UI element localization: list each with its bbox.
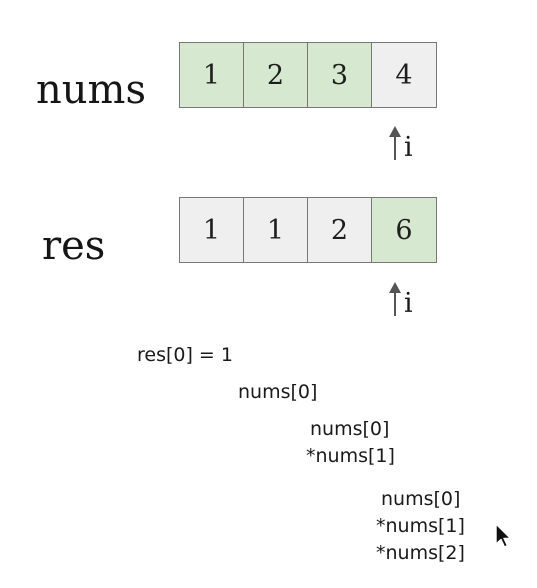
note-step0: res[0] = 1 [137,342,233,369]
note-step0-line1: res[0] = 1 [137,344,233,366]
nums-pointer: i [387,126,427,166]
note-step3-line1: nums[0] [381,488,461,510]
nums-label: nums [36,67,146,113]
nums-cell-1: 2 [244,43,308,107]
nums-cell-2: 3 [308,43,372,107]
nums-cell-3: 4 [372,43,436,107]
nums-array: 1 2 3 4 [179,42,437,108]
res-label: res [42,223,106,269]
up-arrow-icon [389,282,401,293]
note-step2: nums[0] *nums[1] [306,416,395,470]
note-step2-line1: nums[0] [310,418,390,440]
res-cell-3: 6 [372,198,436,262]
res-pointer-label: i [404,288,413,319]
res-cell-2: 2 [308,198,372,262]
pointer-shaft [394,290,396,316]
note-step3-line3: *nums[2] [376,542,465,564]
note-step3-line2: *nums[1] [376,515,465,537]
mouse-cursor-icon [495,523,512,548]
note-step1-line1: nums[0] [238,381,318,403]
res-pointer: i [387,282,427,322]
nums-pointer-label: i [404,132,413,163]
note-step1: nums[0] [238,379,317,406]
up-arrow-icon [389,126,401,137]
note-step2-line2: *nums[1] [306,445,395,467]
res-cell-1: 1 [244,198,308,262]
res-cell-0: 1 [180,198,244,262]
nums-cell-0: 1 [180,43,244,107]
res-array: 1 1 2 6 [179,197,437,263]
note-step3: nums[0] *nums[1] *nums[2] [376,486,465,567]
pointer-shaft [394,134,396,160]
